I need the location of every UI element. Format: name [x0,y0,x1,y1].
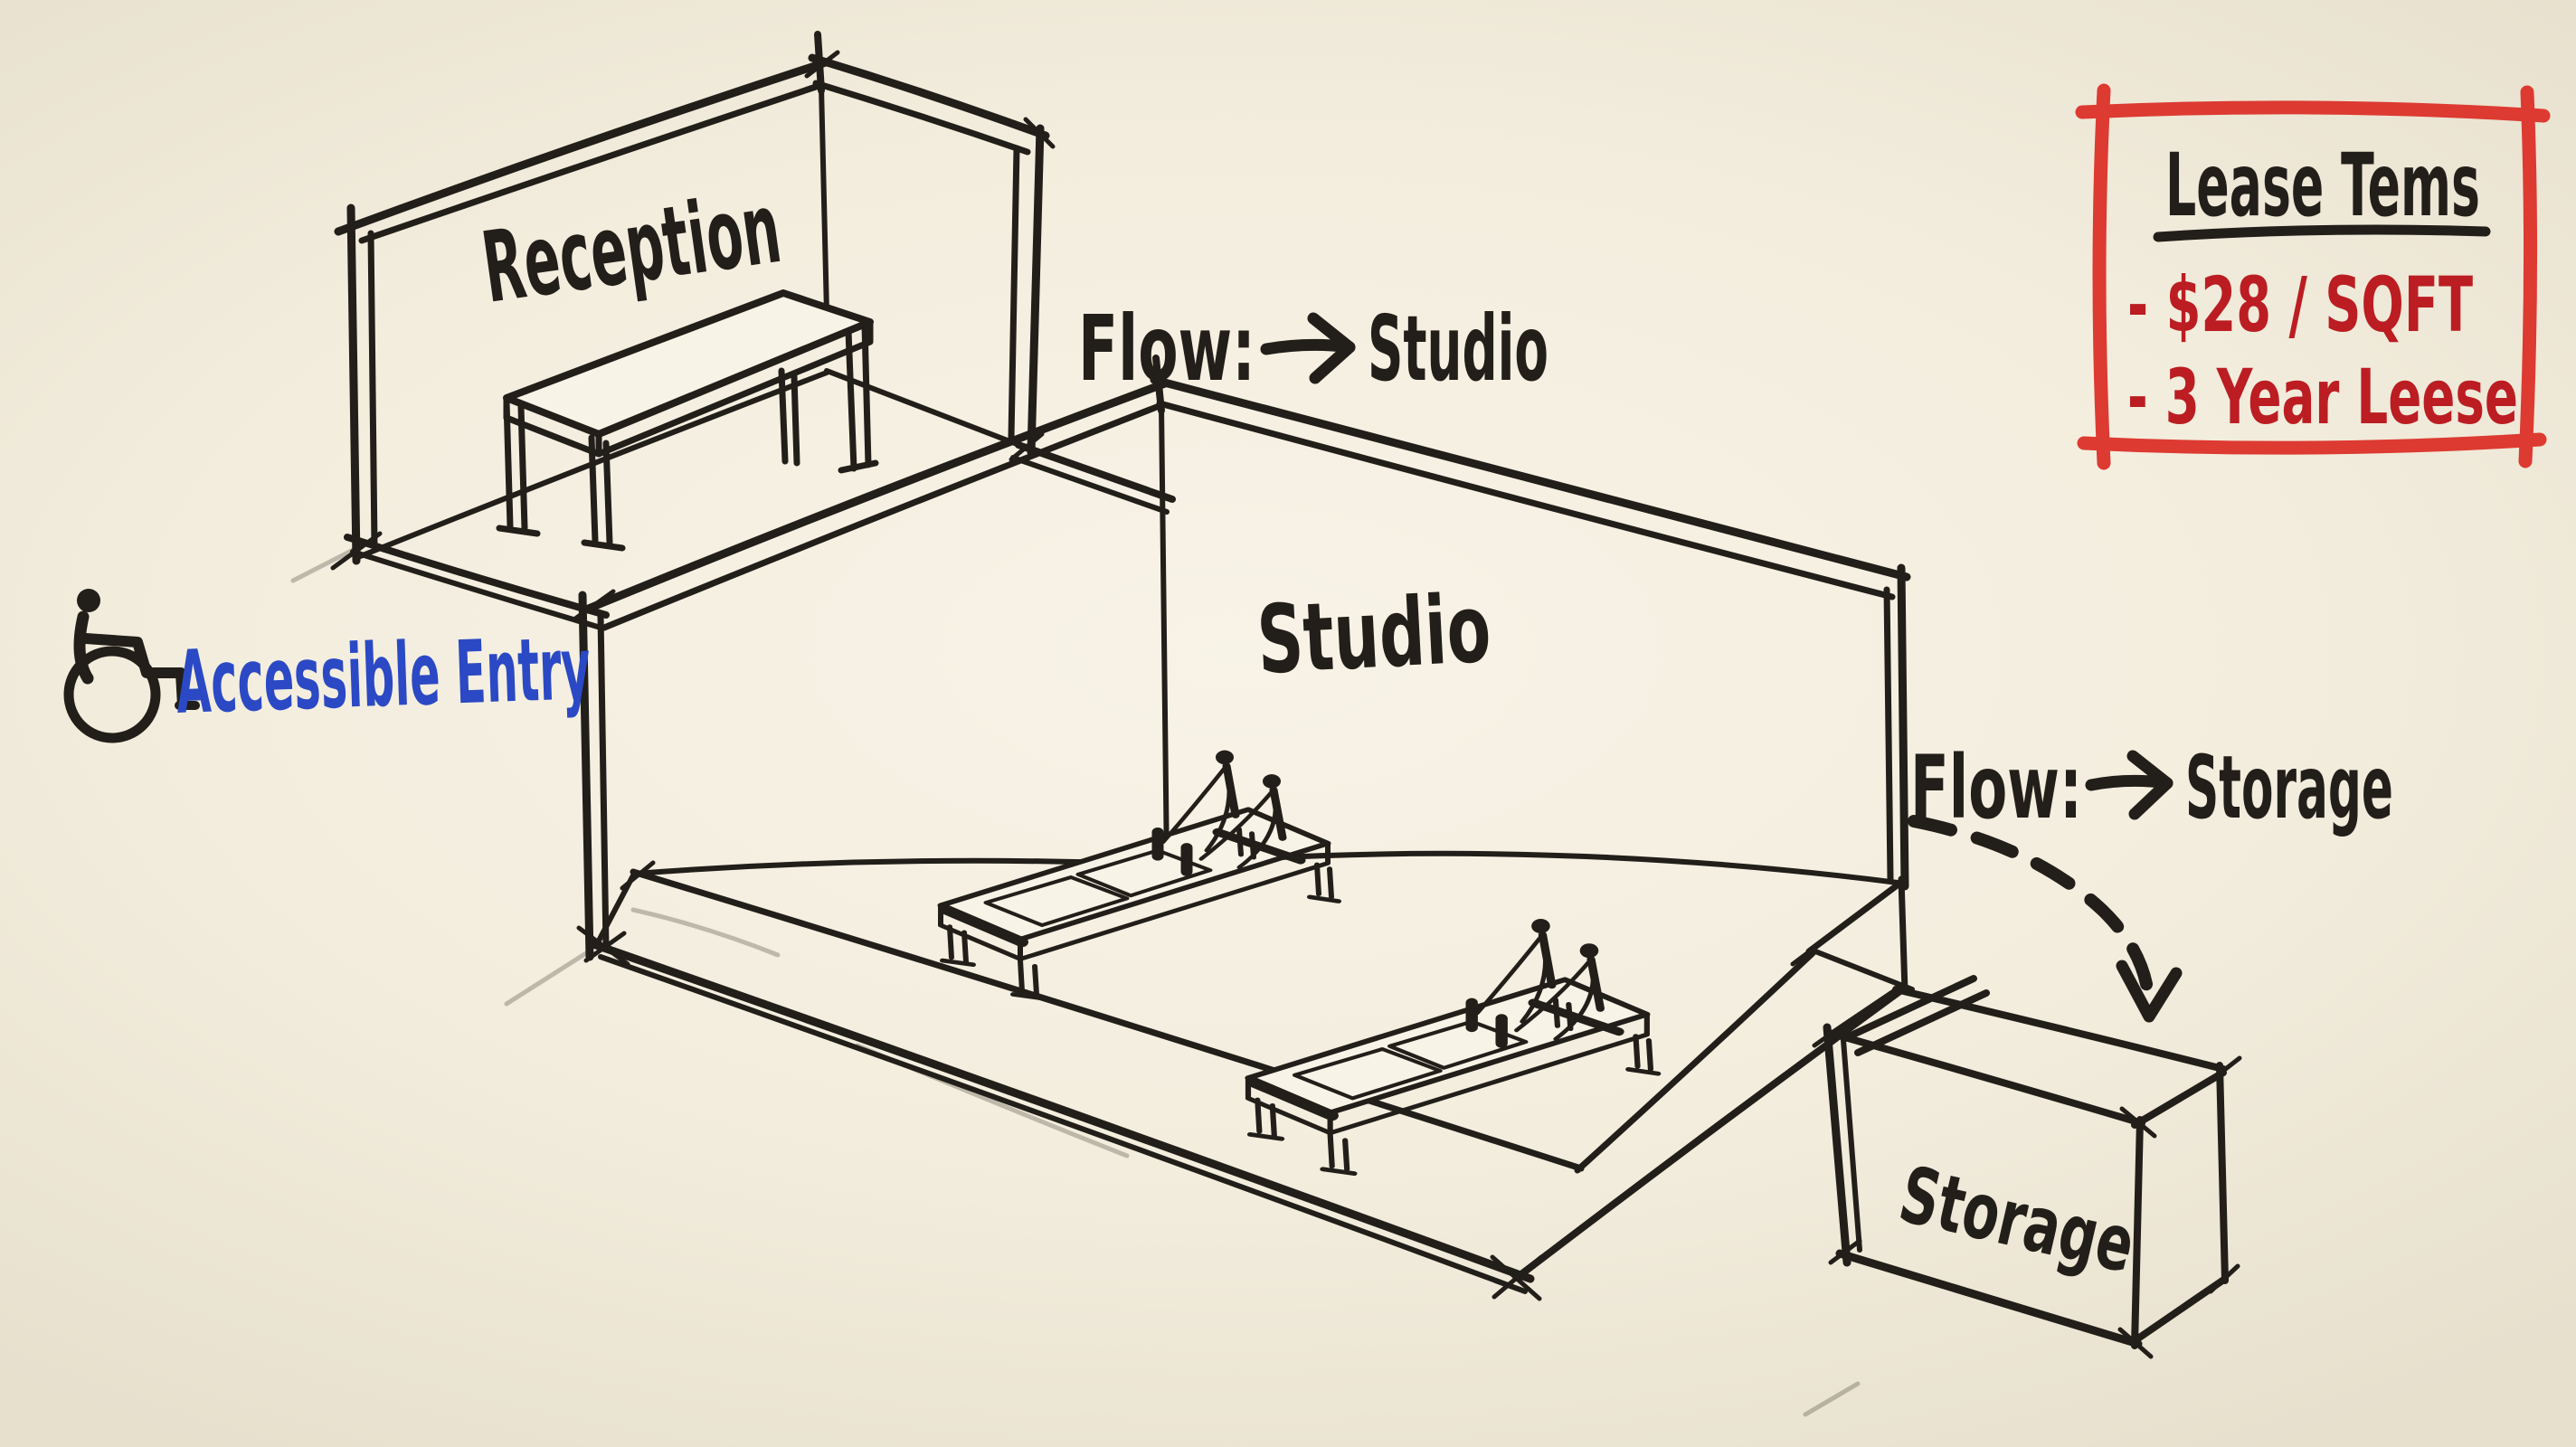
flow-arrow-icon [1260,312,1356,384]
flow-arrow-icon [2085,750,2174,820]
corner-tick-marks [573,589,1832,1301]
reception-walls [334,31,1050,565]
studio-floor-slab [589,868,1915,1294]
reformer-1 [941,751,1339,999]
flow-studio-target: Studio [1368,296,1548,402]
flow-storage-target: Storage [2185,737,2393,838]
corner-tick-marks [330,50,1056,571]
lease-item-rate: - $28 / SQFT [2127,260,2473,349]
reception-room: Reception [330,31,1176,630]
lease-terms-panel: Lease Tems - $28 / SQFT - 3 Year Leese [2075,83,2551,470]
studio-room: Studio [573,355,1915,1301]
reception-floor-edge [344,441,1176,630]
reformer-2 [1248,919,1658,1174]
wheelchair-accessibility-icon [63,589,200,743]
dashed-curved-down-arrow-icon [1908,815,2183,1023]
reception-label: Reception [476,172,787,326]
lease-panel-title: Lease Tems [2165,135,2480,236]
flow-to-storage-annotation: Flow: Storage [1908,737,2393,1023]
lease-panel-border [2075,83,2551,470]
accessible-entry-annotation: Accessible Entry [63,589,592,743]
title-underline [2153,224,2491,242]
studio-label: Studio [1255,573,1493,695]
accessible-entry-label: Accessible Entry [175,618,592,733]
studio-walls [578,355,1911,961]
storage-label: Storage [1891,1149,2143,1291]
lease-item-term: - 3 Year Leese [2127,353,2518,441]
flow-studio-prefix: Flow: [1078,296,1255,402]
corner-tick-marks [1812,1017,2242,1359]
flow-to-studio-annotation: Flow: Studio [1078,296,1548,402]
reception-desk [496,289,879,552]
